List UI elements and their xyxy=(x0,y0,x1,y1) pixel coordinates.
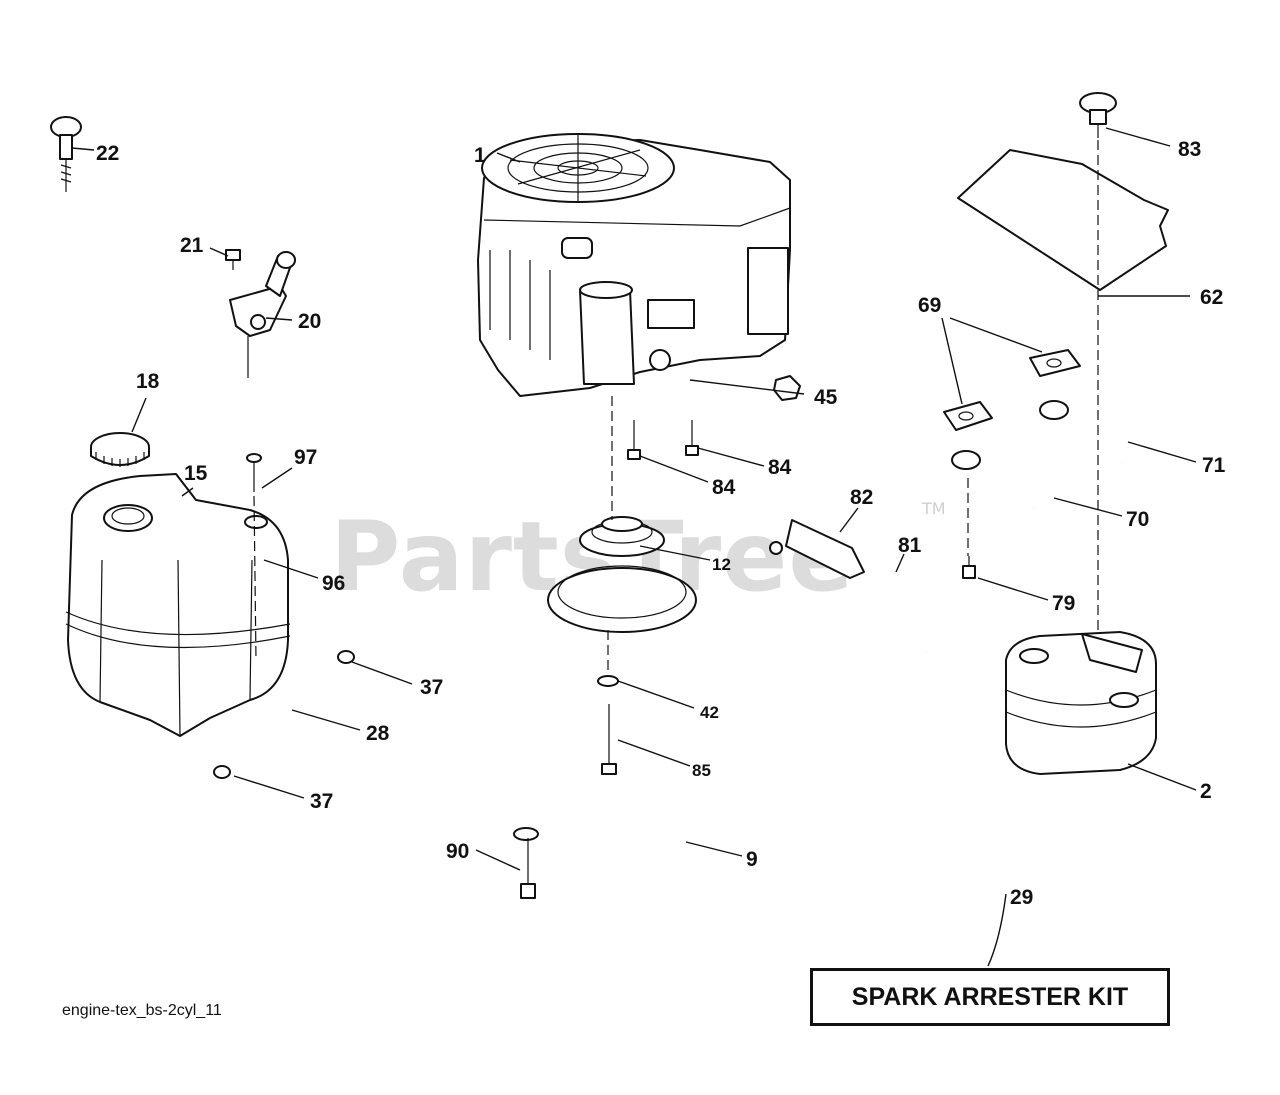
callout-2: 2 xyxy=(1200,780,1212,803)
callout-15: 15 xyxy=(184,462,208,485)
part-choke-knob[interactable] xyxy=(50,116,82,192)
part-tank-bolt[interactable] xyxy=(244,453,268,661)
callout-21: 21 xyxy=(180,234,204,257)
callout-12: 12 xyxy=(712,555,731,574)
part-fuel-cap[interactable] xyxy=(90,432,150,467)
callout-90: 90 xyxy=(446,840,469,863)
callout-45: 45 xyxy=(814,386,838,409)
callout-9: 9 xyxy=(746,848,758,871)
part-muffler[interactable] xyxy=(1005,140,1157,775)
part-pulley-bolt[interactable] xyxy=(597,630,619,775)
callout-42: 42 xyxy=(700,703,719,722)
callout-28: 28 xyxy=(366,722,390,745)
callout-18: 18 xyxy=(136,370,160,393)
part-exhaust-pipe-70[interactable] xyxy=(951,450,1041,513)
callout-1: 1 xyxy=(474,144,486,167)
callout-85: 85 xyxy=(692,761,711,780)
callout-83: 83 xyxy=(1178,138,1201,161)
part-throttle-control[interactable] xyxy=(225,249,296,378)
spark-arrester-kit-label[interactable]: SPARK ARRESTER KIT xyxy=(810,968,1170,1026)
callout-22: 22 xyxy=(96,142,119,165)
part-exhaust-pipe-71[interactable] xyxy=(1039,400,1130,465)
part-nut[interactable] xyxy=(773,375,801,401)
part-heat-shield[interactable] xyxy=(957,149,1169,291)
part-exhaust-bolt[interactable] xyxy=(962,478,976,579)
part-exhaust-gaskets[interactable] xyxy=(943,349,1081,431)
part-fuel-tank[interactable] xyxy=(65,473,291,737)
callout-29: 29 xyxy=(1010,886,1033,909)
watermark-trademark: TM xyxy=(921,499,946,518)
part-engine-bolts[interactable] xyxy=(627,420,699,460)
part-heat-shield-screw[interactable] xyxy=(1079,92,1117,138)
leader-lines xyxy=(71,127,1197,967)
callout-70: 70 xyxy=(1126,508,1149,531)
part-fuel-line[interactable] xyxy=(213,650,355,779)
callout-37-lower: 37 xyxy=(310,790,333,813)
callout-79: 79 xyxy=(1052,592,1075,615)
callout-82: 82 xyxy=(850,486,873,509)
diagram-id-caption: engine-tex_bs-2cyl_11 xyxy=(62,1002,222,1019)
part-engine-pulley[interactable] xyxy=(547,396,697,633)
callout-81: 81 xyxy=(898,534,922,557)
callout-71: 71 xyxy=(1202,454,1226,477)
callout-20: 20 xyxy=(298,310,321,333)
callout-97: 97 xyxy=(294,446,317,469)
part-oil-drain-valve[interactable] xyxy=(769,519,865,579)
part-engine[interactable] xyxy=(477,133,791,397)
callout-37-upper: 37 xyxy=(420,676,443,699)
callout-labels: 1 22 21 20 18 15 97 96 37 28 37 29 42 85… xyxy=(96,138,1226,909)
callout-84-right: 84 xyxy=(768,456,792,479)
callout-69: 69 xyxy=(918,294,941,317)
callout-84-left: 84 xyxy=(712,476,736,499)
callout-62: 62 xyxy=(1200,286,1223,309)
part-oil-drain-hose[interactable] xyxy=(872,564,932,655)
callout-96: 96 xyxy=(322,572,345,595)
part-bracket[interactable] xyxy=(513,820,727,914)
